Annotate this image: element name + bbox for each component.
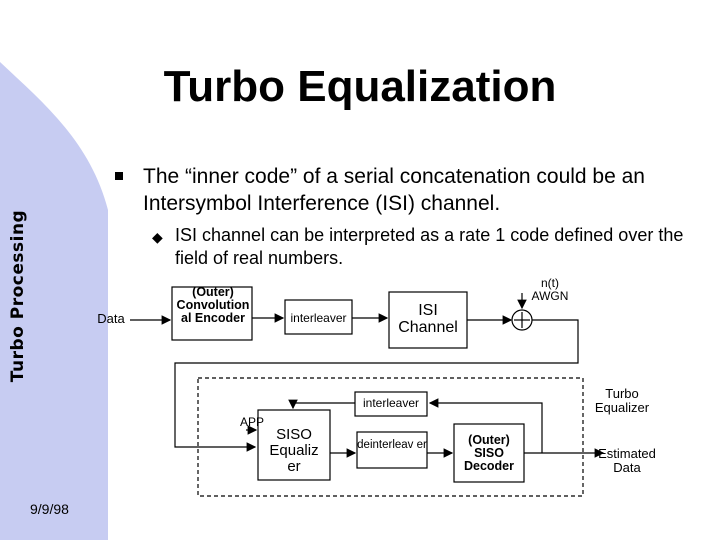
turbo-equalizer-boundary (197, 377, 584, 497)
app-label: APP (239, 415, 264, 429)
diamond-bullet-icon: ◆ (152, 230, 163, 246)
bullet-main-text: The “inner code” of a serial concatenati… (143, 165, 645, 215)
siso-equalizer-label: SISO Equaliz er (269, 426, 319, 475)
interleaver-feedback-label: interleaver (362, 396, 420, 410)
deinterleaver-label: deinterleav er (357, 439, 427, 451)
outer-encoder-label: (Outer) Convolution al Encoder (176, 285, 250, 326)
square-bullet-icon (115, 172, 123, 180)
data-input-label: Data (97, 311, 125, 326)
feedback-line (428, 398, 543, 453)
estimated-data-label: Estimated Data (598, 446, 656, 475)
interleaver-top-label: interleaver (290, 311, 347, 325)
outer-encoder-box (171, 286, 253, 341)
deinterleaver-box (356, 431, 428, 469)
channel-output-line (174, 319, 579, 452)
isi-channel-label: ISI Channel (398, 302, 458, 336)
turbo-equalizer-label: Turbo Equalizer (594, 386, 650, 415)
sidebar-shape (0, 62, 108, 540)
noise-label: n(t) AWGN (531, 276, 569, 303)
interleaver-top-box (284, 299, 353, 335)
siso-equalizer-box (257, 409, 331, 481)
slide-date: 9/9/98 (30, 501, 69, 517)
slide-title: Turbo Equalization (163, 62, 557, 111)
siso-decoder-label: (Outer) SISO Decoder (463, 433, 515, 474)
bullet-sub-text: ISI channel can be interpreted as a rate… (175, 225, 684, 268)
feedback-to-equalizer (288, 399, 355, 410)
interleaver-feedback-box (354, 391, 428, 417)
